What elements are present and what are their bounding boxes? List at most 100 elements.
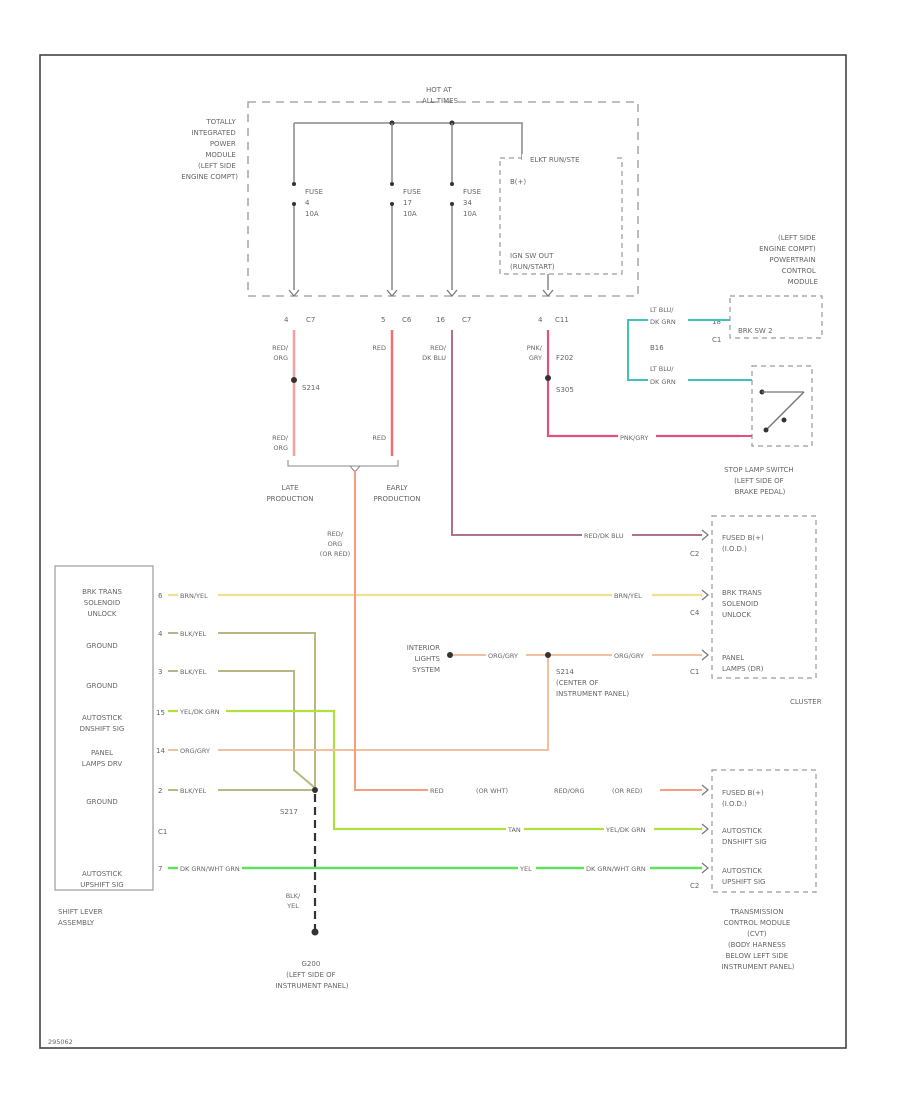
svg-text:CLUSTER: CLUSTER: [790, 698, 822, 706]
svg-text:5C6: 5C6: [381, 316, 412, 324]
svg-text:14: 14: [156, 747, 165, 755]
wire-red-org-late: RED/ORG S214 RED/ORG: [272, 330, 320, 456]
svg-text:BLK/YEL: BLK/YEL: [180, 787, 207, 795]
svg-text:LT BLU/DK GRN: LT BLU/DK GRN: [650, 306, 676, 326]
svg-text:C1: C1: [690, 668, 699, 676]
svg-text:7: 7: [158, 865, 162, 873]
svg-text:ELKT RUN/STE: ELKT RUN/STE: [530, 156, 580, 164]
svg-text:18: 18: [712, 318, 721, 326]
diagram-frame: [39, 54, 847, 1049]
svg-text:YEL/DK GRN: YEL/DK GRN: [179, 708, 220, 716]
pcm-module: BRK SW 2 (LEFT SIDE ENGINE COMPT) POWERT…: [650, 234, 823, 352]
svg-text:4: 4: [158, 630, 163, 638]
svg-text:GROUND: GROUND: [86, 798, 118, 806]
svg-text:ORG/GRY: ORG/GRY: [614, 652, 644, 660]
production-bracket: [287, 460, 399, 467]
svg-text:FUSED B(+)(I.O.D.): FUSED B(+)(I.O.D.): [722, 789, 764, 808]
svg-text:G200 (LEFT SIDE OF: G200 (LEFT SIDE OF INSTRUMENT PANEL): [275, 960, 348, 990]
svg-text:C4: C4: [690, 609, 700, 617]
svg-text:RED: RED: [372, 344, 386, 352]
svg-text:BLK/YEL: BLK/YEL: [180, 668, 207, 676]
svg-text:TRANSMISSION CONTROL MOD: TRANSMISSION CONTROL MODULE (CVT) (BODY …: [721, 908, 794, 971]
svg-text:S217: S217: [280, 808, 298, 816]
svg-text:RED/ORG: RED/ORG: [272, 434, 289, 452]
svg-text:S214: S214: [302, 384, 320, 392]
svg-text:STOP LAMP SWITCH (LEFT S: STOP LAMP SWITCH (LEFT SIDE OF BRAKE PED…: [724, 466, 796, 496]
svg-text:ORG/GRY: ORG/GRY: [180, 747, 210, 755]
wire-red-early: RED RED: [372, 330, 394, 456]
wire-red-dkblu: RED/DK BLU RED/DK BLU: [422, 330, 702, 540]
svg-text:2: 2: [158, 787, 162, 795]
svg-text:RED/DK BLU: RED/DK BLU: [584, 532, 624, 540]
tipm-label: TOTALLY INTEGRATED POWER MODULE (LEFT SI…: [181, 118, 238, 181]
svg-text:YEL/DK GRN: YEL/DK GRN: [605, 826, 646, 834]
svg-text:GROUND: GROUND: [86, 642, 118, 650]
tipm-bus: [294, 122, 523, 160]
svg-text:BRK SW 2: BRK SW 2: [738, 327, 773, 335]
svg-text:(LEFT SIDE ENGINE COMPT): (LEFT SIDE ENGINE COMPT) POWERTRAIN CONT…: [759, 234, 818, 286]
wire-yel-dkgrn: YEL/DK GRN TAN YEL/DK GRN: [168, 706, 702, 834]
svg-text:BLK/YEL: BLK/YEL: [180, 630, 207, 638]
run-start-relay: ELKT RUN/STE B(+) IGN SW OUT(RUN/START): [499, 154, 623, 290]
svg-text:C2: C2: [690, 550, 699, 558]
wire-brn-yel: BRN/YEL BRN/YEL: [168, 590, 702, 600]
svg-text:FUSED B(+)(I.O.D.): FUSED B(+)(I.O.D.): [722, 534, 764, 553]
svg-text:B16: B16: [650, 344, 664, 352]
svg-text:15: 15: [156, 709, 165, 717]
svg-text:DK GRN/WHT GRN: DK GRN/WHT GRN: [586, 865, 646, 873]
svg-text:DK GRN/WHT GRN: DK GRN/WHT GRN: [180, 865, 240, 873]
svg-text:B(+): B(+): [510, 178, 526, 186]
tipm-box: [247, 101, 639, 297]
svg-text:ORG/GRY: ORG/GRY: [488, 652, 518, 660]
svg-text:C2: C2: [690, 882, 699, 890]
tipm-module: HOT AT ALL TIMES TOTALLY INTEGRATED POWE…: [181, 86, 639, 297]
svg-text:PNK/GRY: PNK/GRY: [620, 434, 648, 442]
wire-red-long: RED/ORG(OR RED) RED(OR WHT)RED/ORG(OR RE…: [320, 470, 702, 795]
svg-text:PNK/GRY: PNK/GRY: [527, 344, 543, 362]
svg-text:BRN/YEL: BRN/YEL: [614, 592, 642, 600]
stop-lamp-switch: STOP LAMP SWITCH (LEFT SIDE OF BRAKE PED…: [724, 365, 813, 496]
hot-at-label: HOT AT ALL TIMES: [422, 86, 459, 105]
svg-text:6: 6: [158, 592, 163, 600]
svg-text:LT BLU/DK GRN: LT BLU/DK GRN: [650, 365, 676, 386]
svg-text:C1: C1: [712, 336, 721, 344]
svg-text:4C7: 4C7: [284, 316, 315, 324]
svg-text:RED/ORG: RED/ORG: [272, 344, 289, 362]
svg-text:RED/DK BLU: RED/DK BLU: [422, 344, 447, 362]
svg-text:BLK/YEL: BLK/YEL: [286, 892, 301, 910]
svg-text:RED: RED: [372, 434, 386, 442]
svg-text:GROUND: GROUND: [86, 682, 118, 690]
svg-text:RED(OR WHT)RED/ORG(OR RED): RED(OR WHT)RED/ORG(OR RED): [430, 787, 642, 795]
svg-text:BRN/YEL: BRN/YEL: [180, 592, 208, 600]
wire-pnk-gry: PNK/GRY F202 S305 PNK/GRY: [527, 330, 740, 442]
wire-blk-yel-grounds: BLK/YEL BLK/YEL BLK/YEL S217 BLK/YEL G20…: [168, 628, 349, 990]
